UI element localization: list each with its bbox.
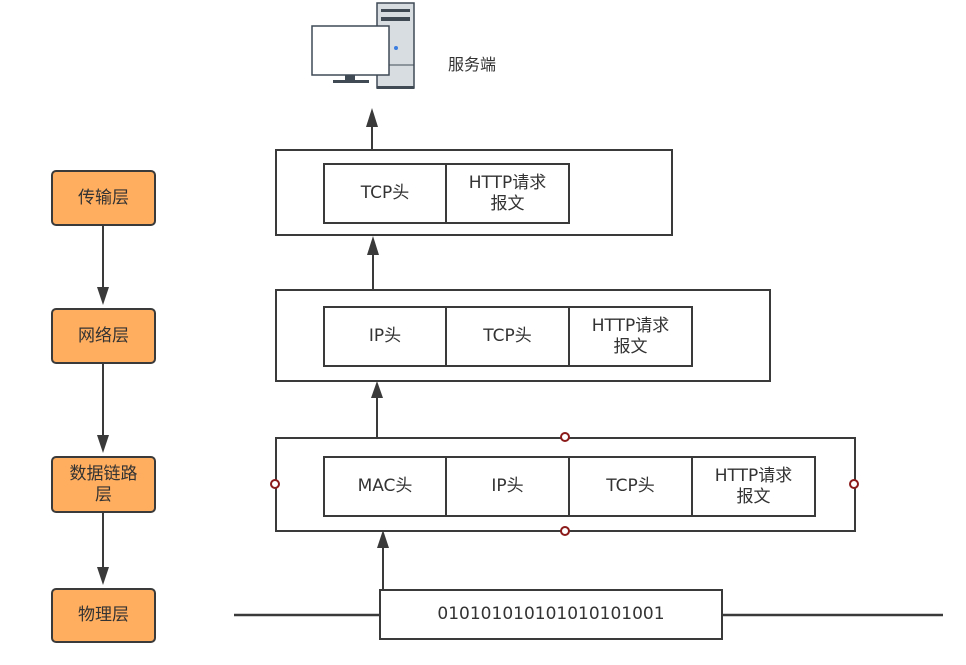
physical-bits-box[interactable]: 010101010101010101001 [379, 589, 723, 640]
layer-datalink[interactable]: 数据链路 层 [51, 456, 156, 513]
cell-label: TCP头 [606, 476, 655, 496]
network-packet: IP头 TCP头 HTTP请求 报文 [323, 306, 693, 367]
desktop-server-icon [311, 2, 415, 89]
layer-arrow-network-to-datalink [97, 364, 109, 453]
datalink-packet: MAC头 IP头 TCP头 HTTP请求 报文 [323, 456, 816, 517]
cell-label: MAC头 [357, 476, 413, 496]
cell-label: HTTP请求 报文 [468, 172, 547, 214]
layer-datalink-label: 数据链路 层 [69, 463, 138, 505]
layer-arrow-datalink-to-physical [97, 513, 109, 585]
resize-handle-left[interactable] [270, 479, 280, 489]
up-arrow-physical-to-datalink [377, 530, 389, 590]
up-arrow-datalink-to-network [371, 381, 383, 437]
cell-label: HTTP请求 报文 [591, 315, 670, 357]
resize-handle-top[interactable] [560, 432, 570, 442]
cell-label: TCP头 [360, 183, 410, 203]
layer-physical-label: 物理层 [78, 605, 129, 625]
datalink-tcp-header-cell[interactable]: TCP头 [568, 456, 693, 517]
network-tcp-header-cell[interactable]: TCP头 [445, 306, 570, 367]
transport-http-body-cell[interactable]: HTTP请求 报文 [445, 163, 570, 224]
network-ip-header-cell[interactable]: IP头 [323, 306, 447, 367]
resize-handle-right[interactable] [849, 479, 859, 489]
cell-label: HTTP请求 报文 [714, 465, 793, 507]
cell-label: TCP头 [483, 326, 532, 346]
layer-network[interactable]: 网络层 [51, 308, 156, 364]
datalink-ip-header-cell[interactable]: IP头 [445, 456, 570, 517]
layer-arrow-transport-to-network [97, 226, 109, 305]
layer-network-label: 网络层 [78, 325, 129, 346]
cell-label: IP头 [368, 326, 402, 346]
transport-packet: TCP头 HTTP请求 报文 [323, 163, 570, 224]
network-http-body-cell[interactable]: HTTP请求 报文 [568, 306, 693, 367]
up-arrow-network-to-transport [367, 236, 379, 289]
layer-transport-label: 传输层 [78, 187, 129, 208]
cell-label: IP头 [491, 476, 524, 496]
physical-bits-label: 010101010101010101001 [437, 604, 665, 624]
layer-physical[interactable]: 物理层 [51, 588, 156, 643]
resize-handle-bottom[interactable] [560, 526, 570, 536]
up-arrow-transport-to-server [366, 108, 378, 149]
server-label: 服务端 [448, 55, 497, 74]
datalink-http-body-cell[interactable]: HTTP请求 报文 [691, 456, 816, 517]
datalink-mac-header-cell[interactable]: MAC头 [323, 456, 447, 517]
transport-tcp-header-cell[interactable]: TCP头 [323, 163, 447, 224]
layer-transport[interactable]: 传输层 [51, 170, 156, 226]
